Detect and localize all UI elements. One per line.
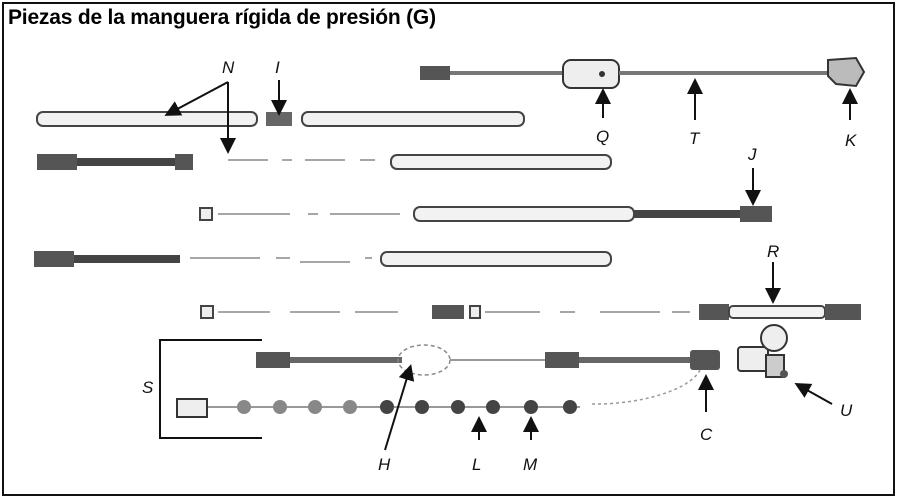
label-s: S [142,378,154,397]
label-h: H [378,455,391,474]
label-i: I [275,58,280,77]
part-n-tube-1 [36,111,258,127]
tube-row-4 [34,251,612,267]
parts-ring-5 [380,400,394,414]
part-u-body [737,346,769,372]
parts-ring-2 [273,400,287,414]
top-wand-assembly [420,56,866,89]
row2-tube-b [390,154,612,170]
parts-ring-4 [343,400,357,414]
label-l: L [472,455,481,474]
hose-curve [589,369,701,405]
part-q-handle [562,59,620,89]
part-u-valve [737,324,788,378]
row5-cap-mid [469,305,481,319]
part-s-bracket [159,339,262,439]
tube-row-1 [36,111,525,127]
hose-coupler-left [256,352,290,368]
row5-coupler-right-b [825,304,861,320]
part-l-ring [486,400,500,414]
parts-end-piece [176,398,208,418]
wand-coupler [420,66,450,80]
part-j-coupler [740,206,772,222]
part-u-gauge [760,324,788,352]
tube-row-5 [200,304,861,320]
arrow-h [384,364,415,451]
hose-assembly [256,344,720,405]
part-m-ring [524,400,538,414]
parts-ring-3 [308,400,322,414]
row4-faint-dash [190,257,372,263]
label-k: K [845,131,857,150]
label-u: U [840,401,853,420]
row5-coupler-mid [432,305,464,319]
label-q: Q [596,127,609,146]
row3-end-cap [199,207,213,221]
arrow-u [794,383,833,405]
label-n: N [222,58,235,77]
parts-ring-1 [237,400,251,414]
tube-row-1-right [301,111,525,127]
part-i-coupler [266,112,292,126]
label-t: T [689,129,701,148]
parts-ring-10 [563,400,577,414]
part-u-stem [765,354,785,378]
row5-end-cap [200,305,214,319]
part-u-plug [780,370,788,378]
row4-coupler-left [34,251,74,267]
row2-coupler-left [37,154,77,170]
row2-coupler-mid [175,154,193,170]
row4-tube-b [380,251,612,267]
part-q-pin [599,71,605,77]
part-k-nozzle [827,56,866,88]
parts-ring-7 [451,400,465,414]
arrow-n-1 [164,81,229,116]
row5-coupler-right-a [699,304,729,320]
tube-row-2 [37,154,612,170]
parts-ring-6 [415,400,429,414]
part-c-fitting [690,350,720,370]
small-parts-row [176,398,580,418]
diagram-title: Piezas de la manguera rígida de presión … [8,6,436,29]
label-m: M [523,455,538,474]
row3-tube-a [413,206,635,222]
label-j: J [747,145,757,164]
hose-coupler-mid [545,352,579,368]
part-h-seal [397,344,451,376]
leader-arrows [164,78,858,451]
label-c: C [700,425,713,444]
label-r: R [767,242,779,261]
part-r-tube [728,305,826,319]
tube-row-3 [199,206,772,222]
